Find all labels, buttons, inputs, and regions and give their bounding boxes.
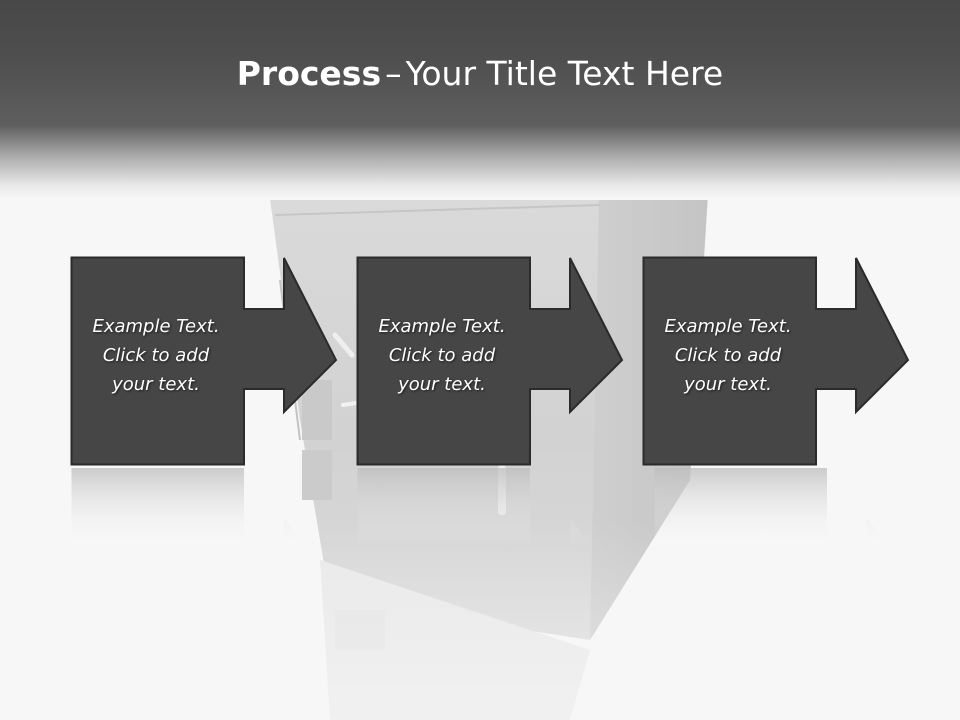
title-dash: – — [385, 54, 402, 93]
step-1-line-1: Example Text. — [92, 316, 220, 337]
step-2-shape — [356, 256, 624, 466]
step-2-line-1: Example Text. — [378, 316, 506, 337]
process-step-1[interactable]: Example Text. Click to add your text. — [70, 256, 400, 466]
step-1-line-2: Click to add — [102, 345, 210, 366]
step-1-text[interactable]: Example Text. Click to add your text. — [70, 312, 242, 399]
step-1-shape — [70, 256, 338, 466]
step-3-shape — [642, 256, 910, 466]
step-3-line-2: Click to add — [674, 345, 782, 366]
step-3-line-1: Example Text. — [664, 316, 792, 337]
title-bold: Process — [236, 54, 382, 93]
title-band: Process–Your Title Text Here — [0, 0, 960, 200]
title-rest: Your Title Text Here — [405, 54, 724, 93]
step-2-line-3: your text. — [398, 374, 486, 395]
step-3-line-3: your text. — [684, 374, 772, 395]
step-1-line-3: your text. — [112, 374, 200, 395]
step-3-text[interactable]: Example Text. Click to add your text. — [642, 312, 814, 399]
process-step-2[interactable]: Example Text. Click to add your text. — [356, 256, 686, 466]
step-2-line-2: Click to add — [388, 345, 496, 366]
slide-title[interactable]: Process–Your Title Text Here — [0, 52, 960, 96]
step-2-text[interactable]: Example Text. Click to add your text. — [356, 312, 528, 399]
process-step-3[interactable]: Example Text. Click to add your text. — [642, 256, 960, 466]
